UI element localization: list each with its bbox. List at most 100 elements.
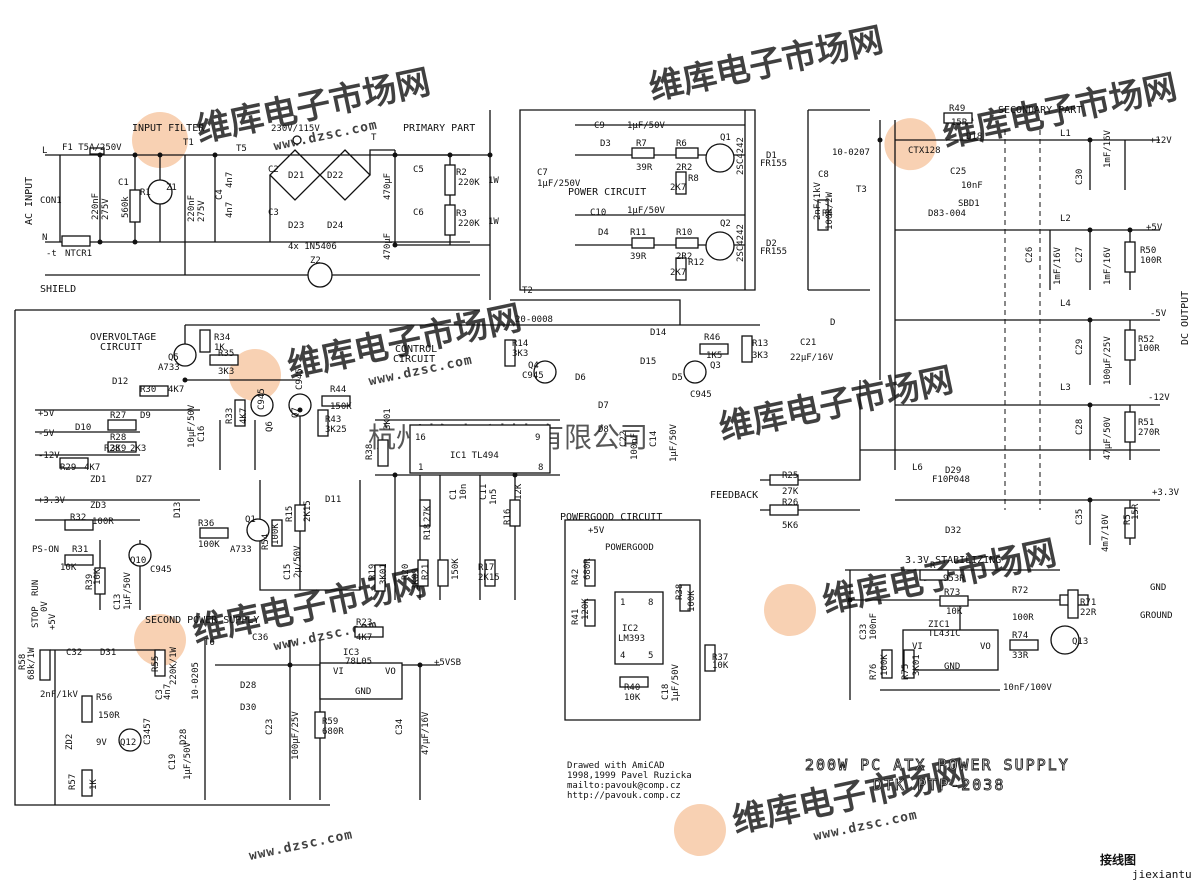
component-label: T6 — [204, 638, 215, 648]
label-overvoltage: OVERVOLTAGE — [90, 332, 156, 343]
component-label: 1 — [418, 463, 423, 473]
component-label: 2nF/1kV — [813, 181, 823, 220]
component-label: IC3 — [343, 648, 359, 658]
label-ac-input: AC INPUT — [24, 177, 35, 225]
component-label: C19 — [168, 754, 178, 770]
component-label: R50 — [1140, 246, 1156, 256]
component-label: R6 — [676, 139, 687, 149]
component-label: 220K — [458, 178, 480, 188]
component-label: C9 — [594, 121, 605, 131]
component-label: 10K — [60, 563, 77, 573]
component-label: C13 — [113, 594, 123, 610]
resistor-r26 — [769, 504, 799, 516]
ic-tl431 — [902, 629, 999, 671]
component-label: D22 — [327, 171, 343, 181]
component-label: C4 — [215, 189, 225, 200]
component-label: T — [371, 133, 377, 143]
component-label: D28 — [240, 681, 256, 691]
component-label: 10-0205 — [191, 662, 201, 700]
resistor-r25 — [769, 474, 799, 486]
component-label: 3K3 — [512, 349, 528, 359]
component-label: TL431C — [928, 629, 961, 639]
component-label: R28 — [104, 444, 120, 454]
component-label: C945 — [295, 368, 305, 390]
transistor-q1 — [705, 143, 735, 173]
component-label: 560k — [121, 196, 131, 218]
component-label: 10nF/100V — [1003, 683, 1052, 693]
component-label: 100R — [92, 517, 114, 527]
component-label: 1W — [488, 217, 499, 227]
component-label: Q3 — [710, 361, 721, 371]
component-label: C29 — [1075, 339, 1085, 355]
component-label: 1µF/50V — [123, 571, 133, 610]
watermark-logo-icon — [764, 584, 816, 636]
component-label: C8 — [818, 170, 829, 180]
component-label: L — [42, 146, 47, 156]
component-label: 3K01 — [383, 408, 393, 430]
component-label: +12V — [1150, 136, 1172, 146]
component-label: GND — [1150, 583, 1166, 593]
component-label: 470µF — [383, 173, 393, 200]
component-label: +3.3V — [1152, 488, 1180, 498]
component-label: D9 — [140, 411, 151, 421]
watermark-brand: 维库电子市场网 — [646, 20, 887, 109]
component-label: +5V — [48, 613, 58, 630]
label-stabilizing: 3.3V STABILIZING — [905, 555, 1001, 566]
component-label: C21 — [800, 338, 816, 348]
component-label: R35 — [218, 349, 234, 359]
component-label: GND — [944, 662, 960, 672]
component-label: 100R — [1138, 344, 1160, 354]
title-block: 200W PC ATX POWER SUPPLY DTK PTP-2038 Dr… — [567, 756, 1068, 801]
component-label: +5V — [38, 409, 55, 419]
resistor-r54 — [271, 519, 283, 547]
component-label: D18 — [966, 132, 982, 142]
component-label: VI — [333, 667, 344, 677]
component-label: 1µF/50V — [627, 121, 666, 131]
component-label: 275V — [197, 200, 207, 222]
label-shield: SHIELD — [40, 284, 76, 295]
component-label: C22 — [619, 431, 629, 447]
resistor-r15 — [294, 504, 306, 532]
component-label: R23 — [356, 618, 372, 628]
component-label: R15 — [285, 506, 295, 522]
component-label: +5V — [1146, 223, 1163, 233]
component-label: C16 — [197, 426, 207, 442]
component-label: 78L05 — [345, 657, 372, 667]
component-label: 3K01 — [912, 654, 922, 676]
component-label: 1mF/16V — [1053, 246, 1063, 285]
component-label: 4n7 — [225, 172, 235, 188]
component-label: Z2 — [310, 256, 321, 266]
component-label: R10 — [676, 228, 692, 238]
component-label: 47µF/50V — [1103, 416, 1113, 460]
component-label: 3K3 — [752, 351, 768, 361]
component-label: R59 — [322, 717, 338, 727]
component-label: C26 — [1025, 247, 1035, 263]
component-label: C32 — [66, 648, 82, 658]
component-label: R31 — [72, 545, 88, 555]
component-label: FR155 — [760, 159, 787, 169]
component-label: 2SC4242 — [736, 224, 746, 262]
component-label: C35 — [1075, 509, 1085, 525]
component-label: C27 — [1075, 247, 1085, 263]
component-label: 16 — [415, 433, 426, 443]
component-label: 2K7 — [670, 183, 686, 193]
component-label: R54 — [261, 534, 271, 550]
component-label: 8 — [648, 598, 653, 608]
component-label: LM393 — [618, 634, 645, 644]
component-label: 39R — [630, 252, 647, 262]
resistor-r20 — [417, 559, 429, 587]
component-label: D15 — [640, 357, 656, 367]
component-label: R34 — [214, 333, 230, 343]
footer-cn: 接线图 — [1100, 852, 1136, 867]
resistor-r18 — [419, 499, 431, 527]
component-label: +3.3V — [38, 496, 66, 506]
component-label: 680R — [583, 558, 593, 580]
resistor-r13 — [741, 335, 753, 363]
component-label: R21 — [421, 564, 431, 580]
component-label: 470µF — [383, 233, 393, 260]
component-label: 10K — [93, 568, 103, 585]
component-label: 1µF/50V — [671, 663, 681, 702]
component-label: 20-0008 — [515, 315, 553, 325]
resistor-r58 — [39, 649, 51, 681]
